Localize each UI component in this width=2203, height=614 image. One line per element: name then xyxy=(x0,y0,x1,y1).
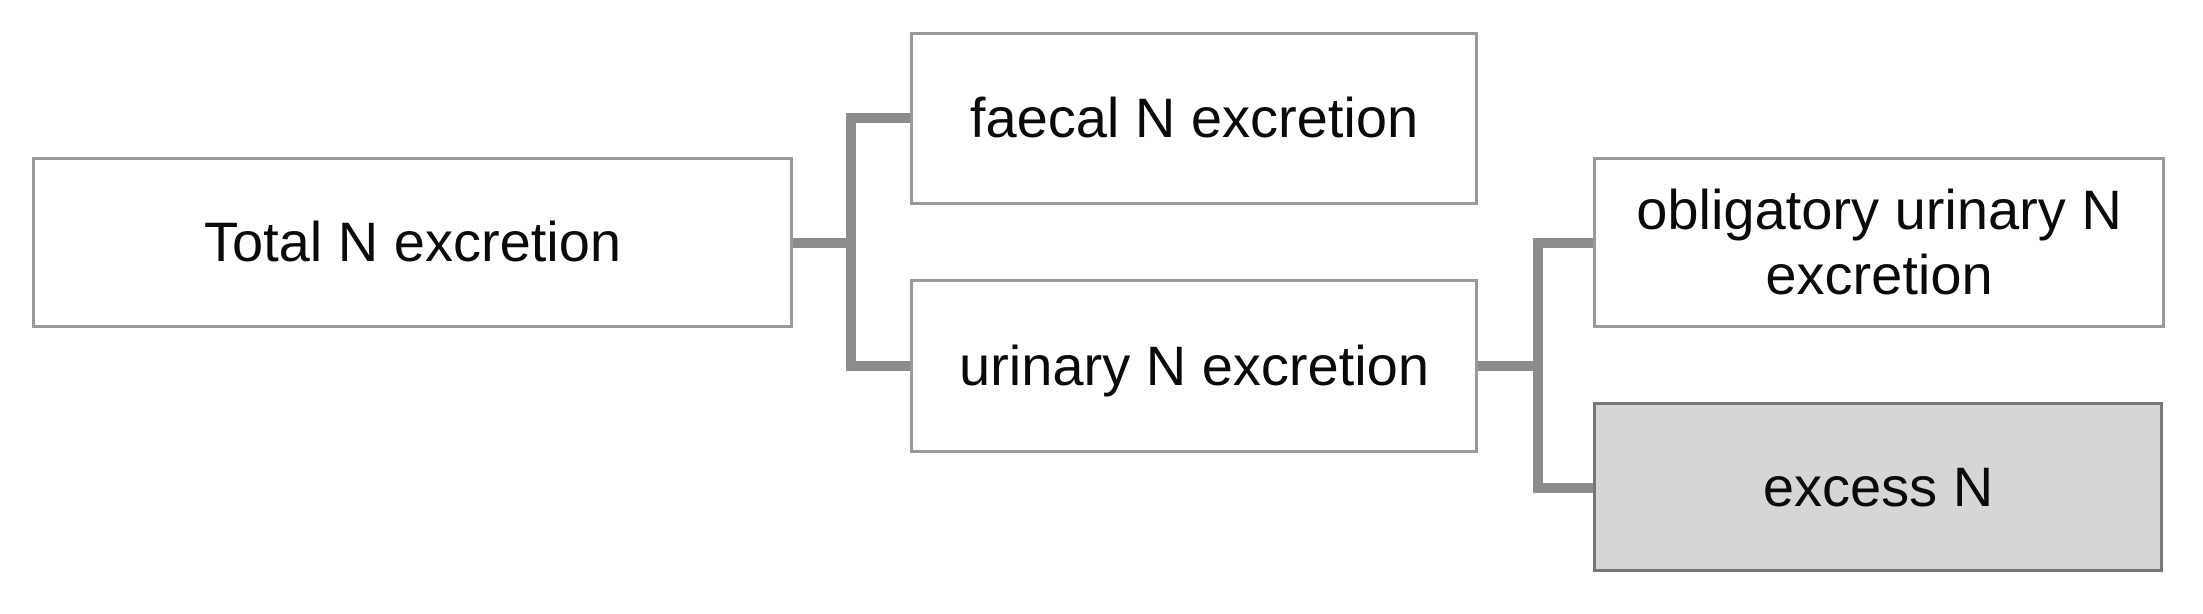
node-excess-n: excess N xyxy=(1593,402,2163,572)
connector-total-branch-stub xyxy=(793,238,848,248)
node-obligatory-urinary-n-excretion-label: obligatory urinary N excretion xyxy=(1636,178,2122,306)
connector-to-obligatory-stub xyxy=(1541,238,1595,248)
connector-to-urinary-stub xyxy=(854,361,912,371)
node-obligatory-urinary-n-excretion: obligatory urinary N excretion xyxy=(1593,157,2165,328)
node-urinary-n-excretion-label: urinary N excretion xyxy=(959,333,1429,397)
connector-urinary-branch-vertical xyxy=(1533,238,1543,493)
node-total-n-excretion: Total N excretion xyxy=(32,157,793,328)
node-faecal-n-excretion: faecal N excretion xyxy=(910,32,1478,205)
connector-total-branch-vertical xyxy=(846,113,856,371)
connector-urinary-branch-stub xyxy=(1478,361,1536,371)
node-excess-n-label: excess N xyxy=(1762,454,1994,518)
connector-to-faecal-stub xyxy=(854,113,912,123)
connector-to-excess-stub xyxy=(1541,483,1595,493)
node-total-n-excretion-label: Total N excretion xyxy=(203,210,622,274)
node-urinary-n-excretion: urinary N excretion xyxy=(910,279,1478,453)
node-faecal-n-excretion-label: faecal N excretion xyxy=(969,86,1419,150)
